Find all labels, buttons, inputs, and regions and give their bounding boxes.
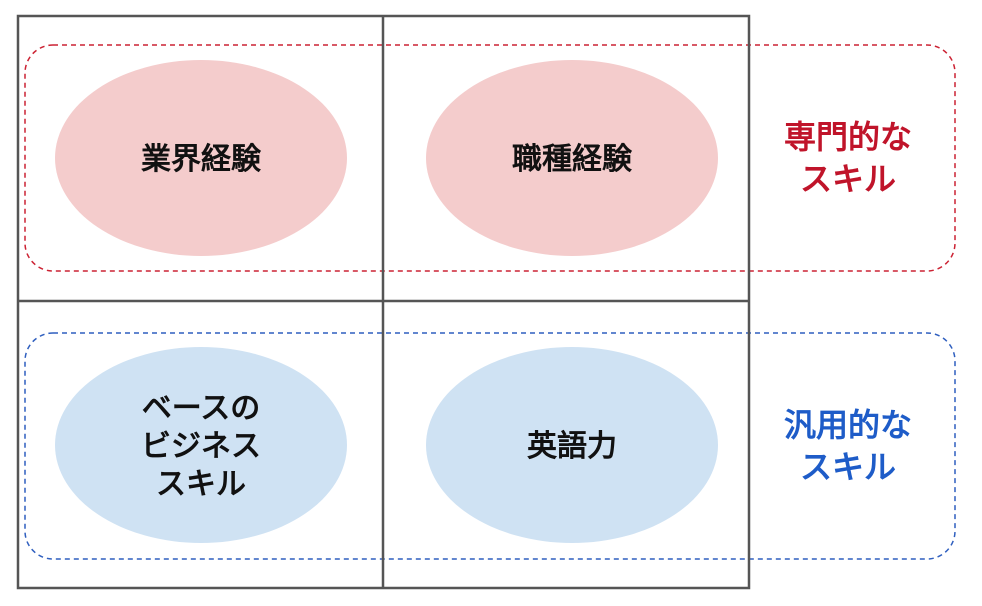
base-business-skills-label-line-2: ビジネス	[141, 429, 261, 464]
industry-experience-ellipse	[55, 60, 347, 256]
english-ability-ellipse	[426, 347, 718, 543]
industry-experience-label: 業界経験	[141, 142, 262, 177]
general-skills-group-outline	[24, 332, 956, 560]
occupation-experience-ellipse	[426, 60, 718, 256]
general-skills-label-line-1: 汎用的な	[784, 406, 912, 444]
base-business-skills-label-line-3: スキル	[156, 467, 246, 502]
general-skills-label-line-2: スキル	[800, 448, 896, 486]
specialized-skills-label-line-2: スキル	[800, 160, 896, 198]
occupation-experience-label: 職種経験	[512, 142, 633, 177]
specialized-skills-group-outline	[24, 44, 956, 272]
specialized-skills-label-line-1: 専門的な	[784, 118, 912, 156]
base-business-skills-label-line-1: ベースの	[142, 391, 261, 426]
base-business-skills-ellipse	[55, 347, 347, 543]
english-ability-label: 英語力	[527, 429, 617, 464]
